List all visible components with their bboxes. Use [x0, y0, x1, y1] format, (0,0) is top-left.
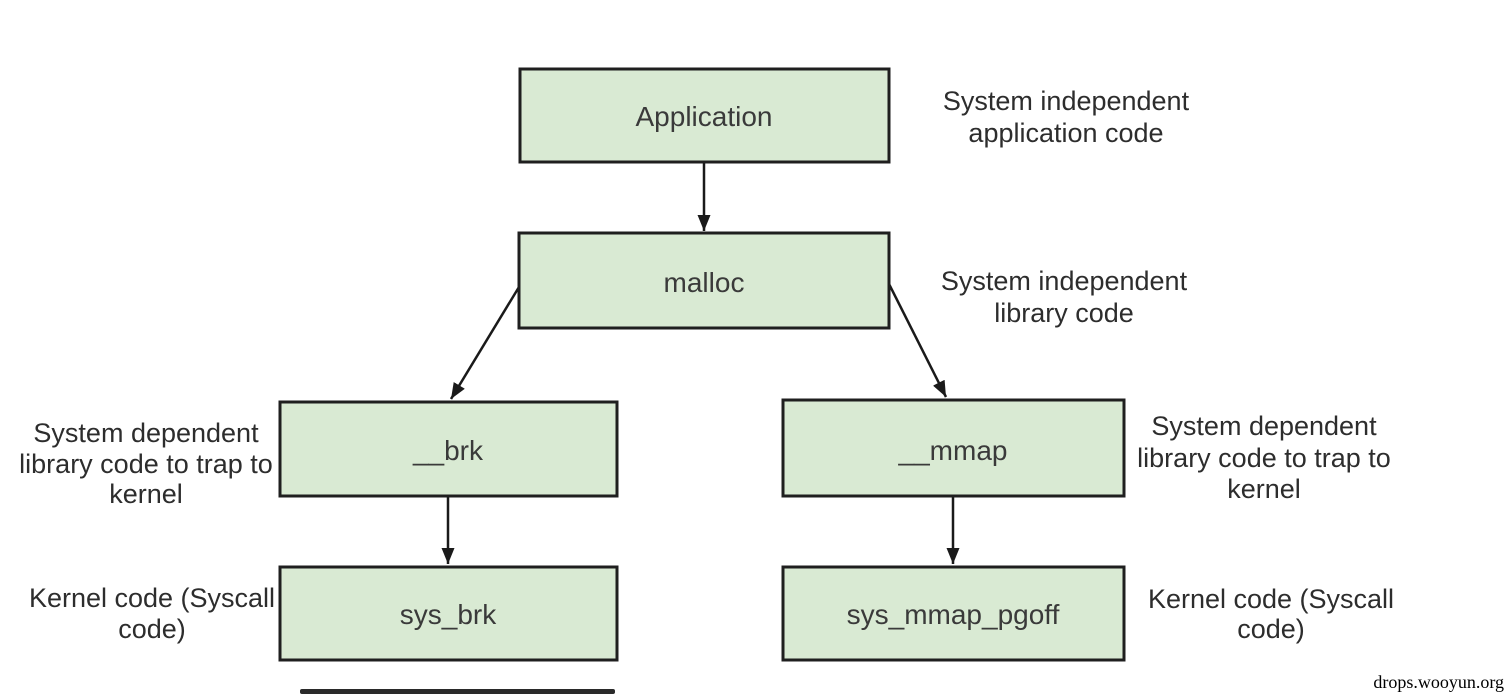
annotation-line: System independent	[943, 86, 1190, 116]
annotation-line: code)	[118, 614, 186, 644]
annotation-line: library code	[994, 298, 1134, 328]
mmap-box	[781, 398, 1126, 498]
application-box-label: Application	[636, 101, 773, 132]
annotation-line: code)	[1237, 614, 1305, 644]
mmap-box-label: __mmap	[898, 435, 1008, 466]
annotation-line: kernel	[109, 479, 183, 509]
sys-brk-box	[278, 565, 619, 662]
malloc-annotation: System independent library code	[941, 266, 1188, 328]
mmap-annotation: System dependent library code to trap to…	[1137, 411, 1391, 504]
annotation-line: library code to trap to	[19, 449, 273, 479]
annotation-line: Kernel code (Syscall	[29, 583, 275, 613]
brk-box	[278, 400, 619, 498]
application-box	[518, 67, 891, 164]
sys-mmap-annotation: Kernel code (Syscall code)	[1148, 584, 1394, 644]
annotation-line: System dependent	[1151, 411, 1377, 441]
sys-mmap-pgoff-box	[781, 565, 1126, 662]
arrow-malloc-to-mmap	[887, 283, 948, 398]
malloc-box-label: malloc	[664, 267, 745, 298]
annotation-line: library code to trap to	[1137, 443, 1391, 473]
watermark-text: drops.wooyun.org	[1373, 672, 1504, 692]
brk-box-label: __brk	[412, 435, 484, 466]
sys-brk-box-label: sys_brk	[400, 599, 497, 630]
sys-brk-annotation: Kernel code (Syscall code)	[29, 583, 275, 644]
annotation-line: System dependent	[33, 418, 259, 448]
brk-annotation: System dependent library code to trap to…	[19, 418, 273, 509]
application-annotation: System independent application code	[943, 86, 1190, 148]
annotation-line: System independent	[941, 266, 1188, 296]
sys-mmap-pgoff-box-label: sys_mmap_pgoff	[847, 599, 1060, 630]
malloc-box	[517, 231, 891, 330]
annotation-line: Kernel code (Syscall	[1148, 584, 1394, 614]
arrow-malloc-to-brk	[449, 286, 521, 400]
cropped-content-artifact	[300, 689, 615, 694]
annotation-line: kernel	[1227, 474, 1301, 504]
annotation-line: application code	[968, 118, 1163, 148]
